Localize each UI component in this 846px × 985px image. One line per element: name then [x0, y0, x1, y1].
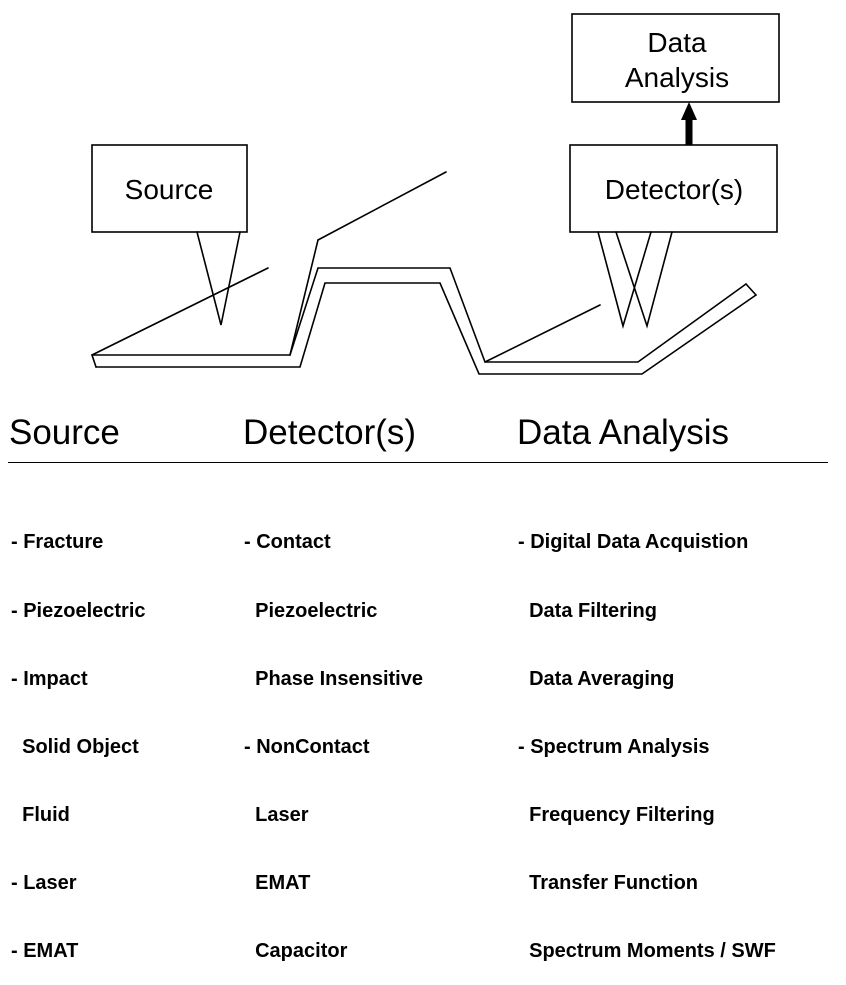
list-item: - Digital Data Acquistion [518, 531, 749, 554]
list-item: Capacitor [244, 940, 348, 963]
specimen-plate-left-edge [91, 354, 97, 368]
specimen-plate-back-left [91, 267, 269, 356]
list-item: - NonContact [244, 735, 370, 758]
list-item: Frequency Filtering [518, 803, 715, 826]
list-item: - Laser [11, 871, 77, 894]
specimen-plate-outer [91, 267, 747, 363]
source-box-label: Source [125, 174, 214, 205]
data-flow-arrow [681, 102, 697, 145]
list-item: Phase Insensitive [244, 667, 423, 690]
list-item: Solid Object [11, 735, 139, 758]
ultrasonic-testing-diagram: Source Detector(s) Data Analysis [91, 13, 780, 375]
detectors-heading: Detector(s) [243, 413, 417, 452]
list-item: Fluid [11, 803, 70, 826]
detector-cone-right [615, 231, 673, 329]
data-analysis-list: - Digital Data Acquistion Data Filtering… [518, 486, 776, 985]
list-item: Data Filtering [518, 599, 657, 622]
list-item: - Piezoelectric [11, 599, 146, 622]
specimen-plate-back-right [484, 304, 601, 363]
list-item: - Contact [244, 531, 331, 554]
specimen-plate-right-edge [745, 283, 757, 296]
list-item: EMAT [244, 871, 311, 894]
list-item: Spectrum Moments / SWF [518, 940, 776, 963]
specimen-plate-back-ridge-lower [289, 239, 319, 356]
list-item: Transfer Function [518, 871, 699, 894]
list-item: - Impact [11, 667, 88, 690]
source-heading: Source [9, 413, 120, 452]
data-analysis-box-label-line2: Analysis [625, 62, 729, 93]
list-item: - Fracture [11, 531, 104, 554]
list-item: - Spectrum Analysis [518, 735, 710, 758]
data-analysis-box-label-line1: Data [647, 27, 707, 58]
source-box [91, 144, 248, 233]
list-item: Data Averaging [518, 667, 675, 690]
detector-cone-left [597, 231, 652, 329]
detector-box-label: Detector(s) [605, 174, 743, 205]
specimen-plate-back-ridge [317, 171, 447, 241]
detector-box [569, 144, 778, 233]
list-item: Piezoelectric [244, 599, 378, 622]
list-item: Laser [244, 803, 309, 826]
data-analysis-box [571, 13, 780, 103]
source-cone [196, 231, 241, 326]
specimen-plate-inner [95, 282, 757, 375]
source-list: - Fracture - Piezoelectric - Impact Soli… [11, 486, 146, 985]
list-item: - EMAT [11, 940, 79, 963]
heading-divider [8, 462, 828, 463]
detector-list: - Contact Piezoelectric Phase Insensitiv… [244, 486, 423, 985]
data-analysis-heading: Data Analysis [517, 413, 730, 452]
